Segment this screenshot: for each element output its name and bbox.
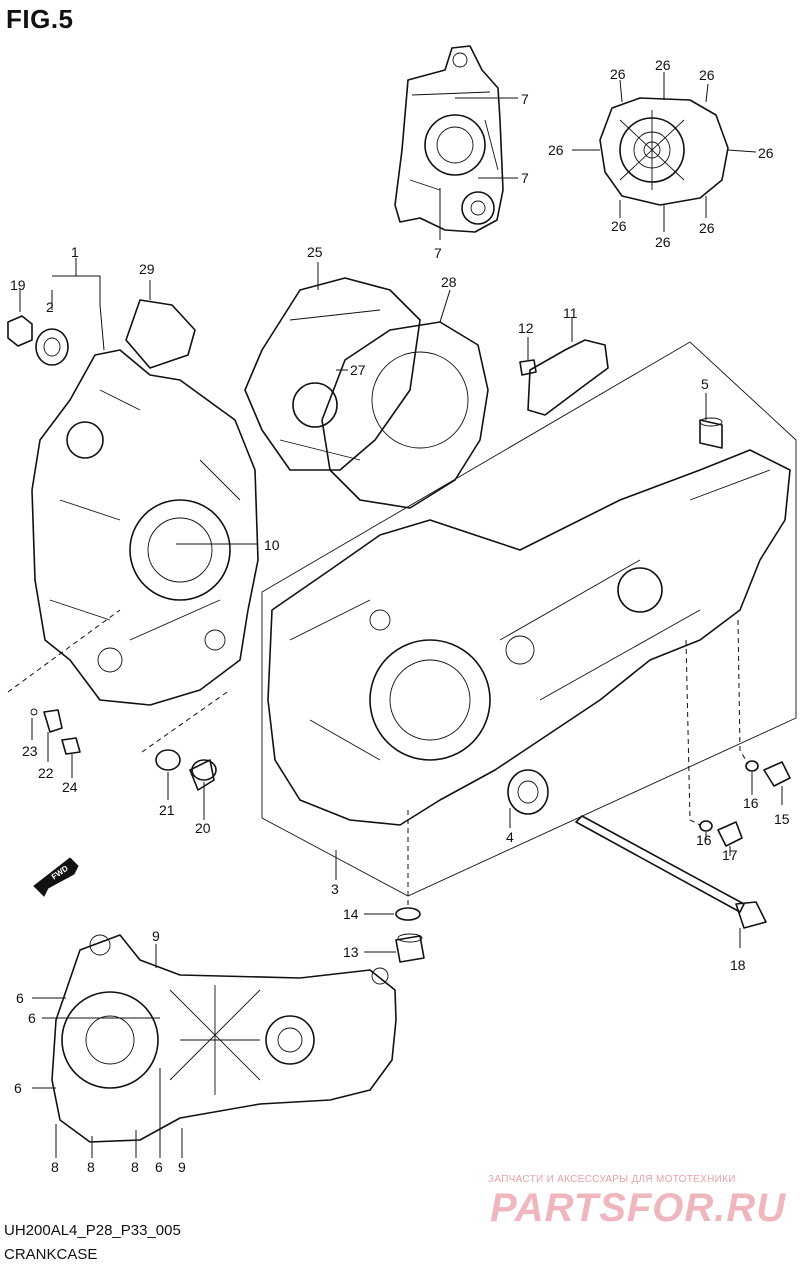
watermark-subtitle: ЗАПЧАСТИ И АКСЕССУАРЫ ДЛЯ МОТОТЕХНИКИ xyxy=(488,1174,736,1185)
callout-14: 14 xyxy=(343,906,359,922)
washer-16a xyxy=(745,760,759,772)
diagram-code: UH200AL4_P28_P33_005 xyxy=(4,1222,181,1239)
callout-21: 21 xyxy=(159,802,175,818)
callout-29: 29 xyxy=(139,261,155,277)
nut-19 xyxy=(7,315,33,347)
callout-26-g: 26 xyxy=(655,234,671,250)
callout-6-d: 6 xyxy=(155,1159,163,1175)
washer-16b xyxy=(699,820,713,832)
callout-16-left: 16 xyxy=(696,832,712,848)
bolt-18 xyxy=(575,815,767,929)
callout-labels: 1 2 19 29 25 28 27 12 11 5 10 7 7 7 26 2… xyxy=(10,57,790,1175)
crankcase-left-half xyxy=(31,349,259,706)
bolt-15 xyxy=(763,761,791,787)
leader-lines xyxy=(7,72,783,1158)
callout-18: 18 xyxy=(730,957,746,973)
callout-8-c: 8 xyxy=(131,1159,139,1175)
callout-26-h: 26 xyxy=(699,220,715,236)
callout-22: 22 xyxy=(38,765,54,781)
callout-26-a: 26 xyxy=(610,66,626,82)
callout-6-c: 6 xyxy=(14,1080,22,1096)
bearing-4 xyxy=(507,769,549,815)
callout-26-e: 26 xyxy=(758,145,774,161)
callout-26-b: 26 xyxy=(655,57,671,73)
callout-19: 19 xyxy=(10,277,26,293)
callout-17: 17 xyxy=(722,847,738,863)
callout-23: 23 xyxy=(22,743,38,759)
callout-6-b: 6 xyxy=(28,1010,36,1026)
callout-13: 13 xyxy=(343,944,359,960)
crankcase-center-25 xyxy=(244,277,421,471)
clutch-cover xyxy=(599,97,729,206)
callout-20: 20 xyxy=(195,820,211,836)
bolt-17 xyxy=(717,821,743,847)
callout-27: 27 xyxy=(350,362,366,378)
callout-26-f: 26 xyxy=(611,218,627,234)
callout-24: 24 xyxy=(62,779,78,795)
pipe-29 xyxy=(125,299,196,369)
assembly-box xyxy=(261,341,797,897)
small-parts-22-24 xyxy=(30,708,81,755)
callout-1: 1 xyxy=(71,244,79,260)
callout-16-right: 16 xyxy=(743,795,759,811)
plate-11 xyxy=(527,339,609,416)
callout-15: 15 xyxy=(774,811,790,827)
callout-7-mid: 7 xyxy=(521,170,529,186)
callout-9-bottom: 9 xyxy=(178,1159,186,1175)
bolt-12 xyxy=(519,359,537,376)
callout-26-d: 26 xyxy=(548,142,564,158)
callout-8-b: 8 xyxy=(87,1159,95,1175)
callout-4: 4 xyxy=(506,829,514,845)
callout-26-c: 26 xyxy=(699,67,715,83)
gasket-28 xyxy=(321,321,489,509)
callout-9-top: 9 xyxy=(152,928,160,944)
plug-20 xyxy=(189,759,217,791)
callout-3: 3 xyxy=(331,881,339,897)
crankcase-cover-left xyxy=(51,934,397,1143)
fwd-arrow-icon: FWD xyxy=(33,857,79,897)
callout-11: 11 xyxy=(563,305,578,321)
bushing-5 xyxy=(699,417,723,449)
washer-21 xyxy=(155,749,181,771)
callout-28: 28 xyxy=(441,274,457,290)
callout-25: 25 xyxy=(307,244,323,260)
crankcase-cover-right xyxy=(394,45,504,233)
callout-5: 5 xyxy=(701,376,709,392)
oring-14 xyxy=(395,907,421,921)
watermark-logo: PARTSFOR.RU xyxy=(490,1186,787,1230)
callout-12: 12 xyxy=(518,320,534,336)
callout-7-bottom: 7 xyxy=(434,245,442,261)
callout-2: 2 xyxy=(46,299,54,315)
oil-seal-2 xyxy=(35,328,69,366)
callout-6-a: 6 xyxy=(16,990,24,1006)
callout-10: 10 xyxy=(264,537,280,553)
figure-title: FIG.5 xyxy=(6,4,74,34)
callout-7-top: 7 xyxy=(521,91,529,107)
diagram-name: CRANKCASE xyxy=(4,1246,98,1263)
callout-8-a: 8 xyxy=(51,1159,59,1175)
crankcase-right-half xyxy=(267,449,791,826)
plug-13 xyxy=(395,933,425,963)
